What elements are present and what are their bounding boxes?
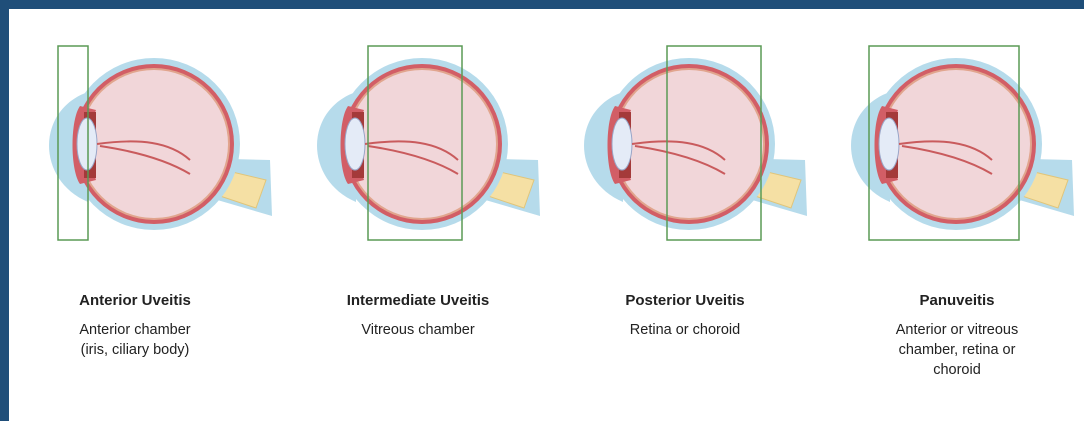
description-line: Anterior or vitreous	[842, 320, 1072, 340]
panel-description: Anterior chamber (iris, ciliary body)	[40, 320, 230, 360]
description-line: (iris, ciliary body)	[40, 340, 230, 360]
description-line: chamber, retina or	[842, 340, 1072, 360]
panel-title: Intermediate Uveitis	[308, 292, 528, 310]
panel-title: Panuveitis	[842, 292, 1072, 310]
panel-panuveitis: Panuveitis Anterior or vitreous chamber,…	[842, 0, 1084, 421]
caption: Intermediate Uveitis Vitreous chamber	[308, 292, 528, 340]
panel-description: Anterior or vitreous chamber, retina or …	[842, 320, 1072, 380]
lens-icon	[345, 118, 365, 170]
lens-icon	[612, 118, 632, 170]
description-line: Retina or choroid	[575, 320, 795, 340]
lens-icon	[879, 118, 899, 170]
description-line: Anterior chamber	[40, 320, 230, 340]
eye-diagram-posterior	[575, 40, 845, 250]
panel-title: Anterior Uveitis	[40, 292, 230, 310]
eye-diagram-intermediate	[308, 40, 578, 250]
panel-description: Vitreous chamber	[308, 320, 528, 340]
description-line: Vitreous chamber	[308, 320, 528, 340]
panel-description: Retina or choroid	[575, 320, 795, 340]
eye-diagram-anterior	[40, 40, 310, 250]
lens-icon	[77, 118, 97, 170]
caption: Posterior Uveitis Retina or choroid	[575, 292, 795, 340]
panel-posterior-uveitis: Posterior Uveitis Retina or choroid	[575, 0, 845, 421]
eye-illustration	[49, 58, 272, 230]
eye-diagram-panuveitis	[842, 40, 1084, 250]
caption: Panuveitis Anterior or vitreous chamber,…	[842, 292, 1072, 380]
description-line: choroid	[842, 360, 1072, 380]
eye-illustration	[317, 58, 540, 230]
caption: Anterior Uveitis Anterior chamber (iris,…	[40, 292, 230, 360]
eye-illustration	[851, 58, 1074, 230]
eye-illustration	[584, 58, 807, 230]
panel-anterior-uveitis: Anterior Uveitis Anterior chamber (iris,…	[40, 0, 310, 421]
panel-intermediate-uveitis: Intermediate Uveitis Vitreous chamber	[308, 0, 578, 421]
panel-title: Posterior Uveitis	[575, 292, 795, 310]
